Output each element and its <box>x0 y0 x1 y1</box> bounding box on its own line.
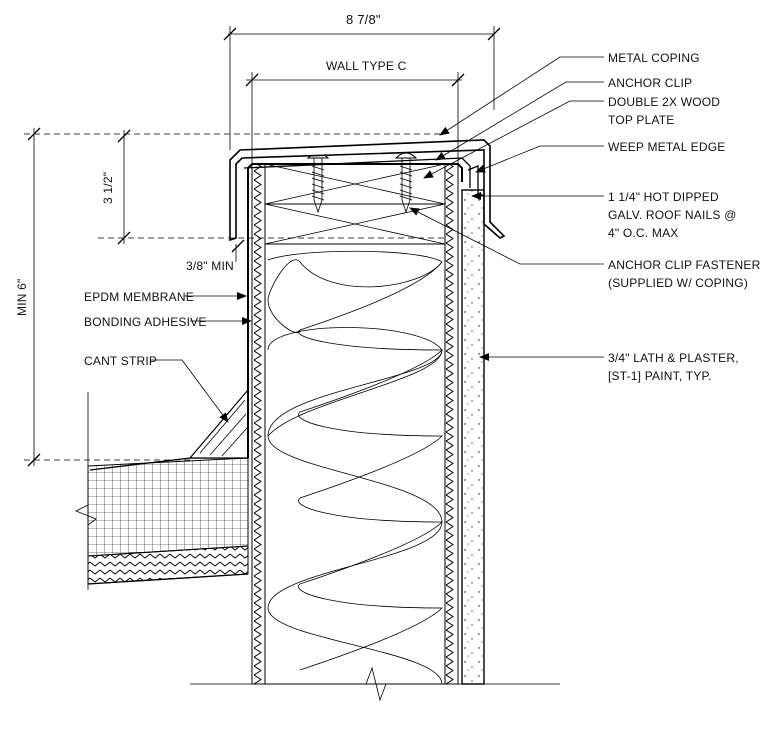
label-epdm-membrane: EPDM MEMBRANE <box>84 290 194 304</box>
wall-section <box>190 163 560 702</box>
dimension-labels: 8 7/8" WALL TYPE C 3 1/2" 3/8" MIN MIN 6… <box>15 12 407 316</box>
roof-assembly <box>75 392 249 590</box>
label-cant-strip: CANT STRIP <box>84 354 157 368</box>
label-bonding-adhesive: BONDING ADHESIVE <box>84 315 207 329</box>
cant-strip <box>188 388 249 459</box>
label-metal-coping: METAL COPING <box>608 51 700 65</box>
label-nails-line3: 4" O.C. MAX <box>608 226 678 240</box>
dim-min-overlap: 3/8" MIN <box>186 259 234 273</box>
dim-wall-type: WALL TYPE C <box>326 59 407 73</box>
dimension-lines <box>24 26 501 467</box>
label-plaster-line1: 3/4" LATH & PLASTER, <box>608 351 739 365</box>
label-plaster-line2: [ST-1] PAINT, TYP. <box>608 369 712 383</box>
dim-coping-height: 3 1/2" <box>101 172 115 204</box>
callout-labels-right: METAL COPING ANCHOR CLIP DOUBLE 2X WOOD … <box>608 51 760 383</box>
dim-overall-width: 8 7/8" <box>346 12 381 27</box>
label-fasteners-line2: (SUPPLIED W/ COPING) <box>608 276 748 290</box>
leader-lines <box>150 56 604 423</box>
label-top-plate-line1: DOUBLE 2X WOOD <box>608 95 720 109</box>
epdm-membrane <box>247 163 463 458</box>
label-weep-edge: WEEP METAL EDGE <box>608 140 725 154</box>
double-top-plate <box>264 163 446 245</box>
label-anchor-clip: ANCHOR CLIP <box>608 76 692 90</box>
label-fasteners-line1: ANCHOR CLIP FASTENERS <box>608 258 760 272</box>
callout-labels-left: EPDM MEMBRANE BONDING ADHESIVE CANT STRI… <box>84 290 207 368</box>
label-nails-line2: GALV. ROOF NAILS @ <box>608 208 737 222</box>
label-top-plate-line2: TOP PLATE <box>608 113 675 127</box>
dim-min-height: MIN 6" <box>15 279 29 316</box>
label-nails-line1: 1 1/4" HOT DIPPED <box>608 190 719 204</box>
